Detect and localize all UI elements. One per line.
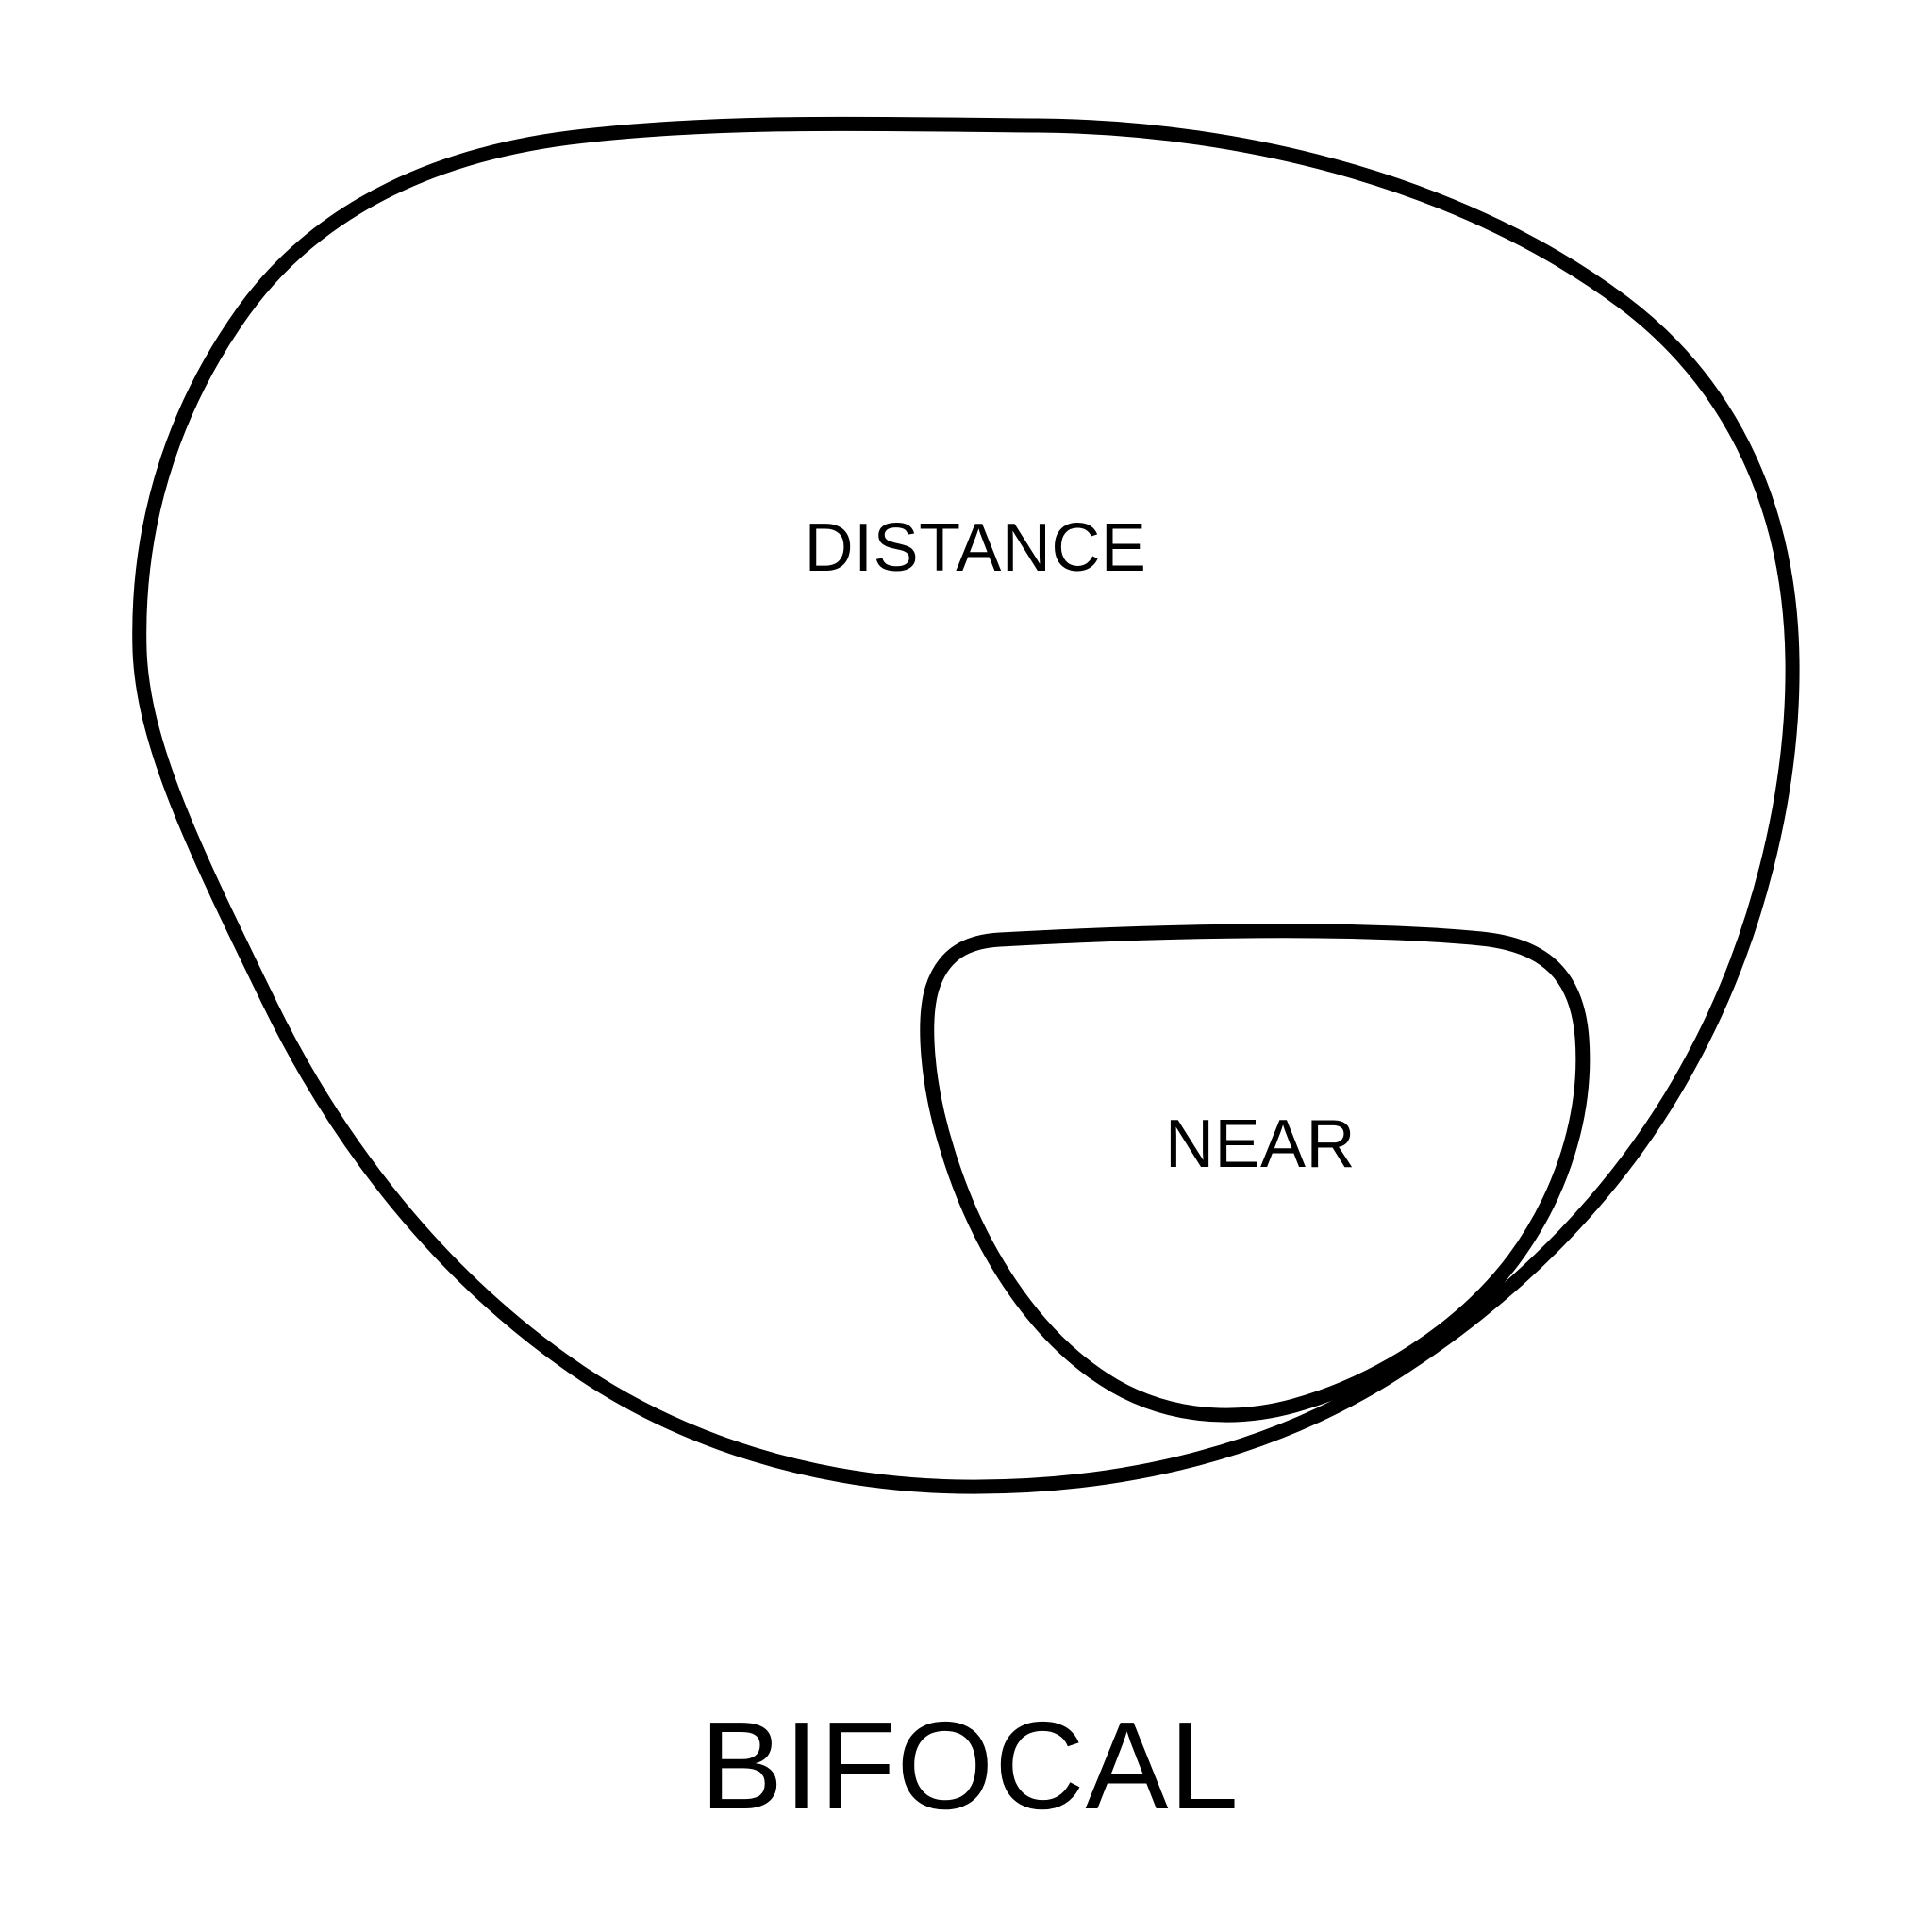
near-segment-path: [920, 924, 1591, 1423]
near-zone-label: NEAR: [1164, 1107, 1357, 1182]
distance-zone-label: DISTANCE: [804, 510, 1147, 586]
lens-outline-path: [132, 116, 1800, 1494]
diagram-caption: BIFOCAL: [700, 1696, 1240, 1835]
